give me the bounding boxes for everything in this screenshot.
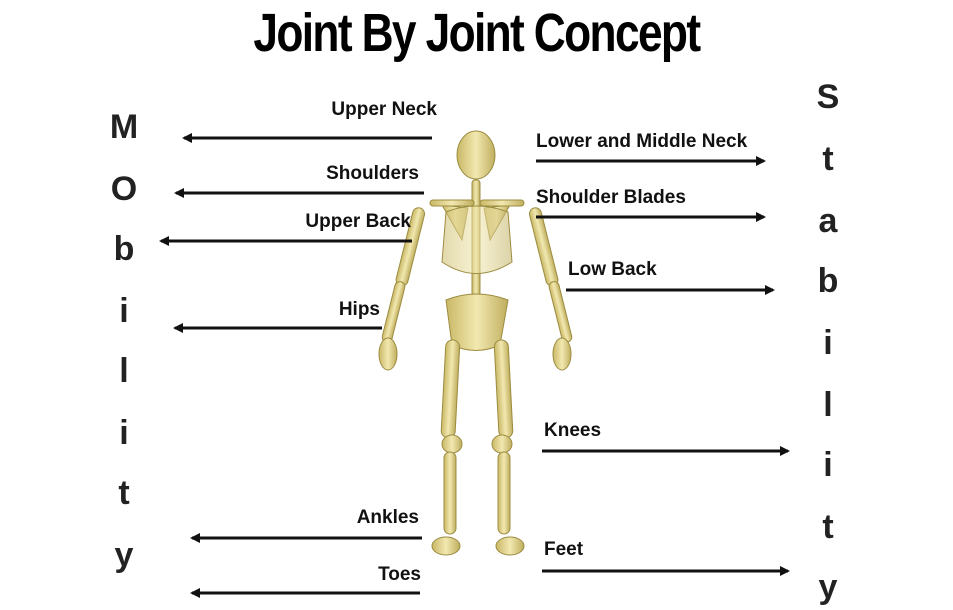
- stability-letter: a: [818, 202, 838, 240]
- label-feet: Feet: [544, 539, 584, 560]
- mobility-letter: t: [118, 474, 130, 512]
- hand-right: [552, 337, 572, 371]
- label-hips: Hips: [338, 299, 380, 320]
- mobility-letter: l: [119, 352, 129, 390]
- hand-left: [378, 337, 398, 371]
- stability-letter: i: [823, 446, 833, 484]
- label-toes: Toes: [378, 564, 421, 585]
- label-knees: Knees: [544, 420, 602, 441]
- label-lower-middle-neck: Lower and Middle Neck: [536, 131, 748, 152]
- rib-cage: [441, 205, 513, 274]
- foot-right: [495, 536, 525, 556]
- mobility-letter: i: [119, 414, 129, 452]
- stability-letter: i: [823, 324, 833, 362]
- stability-letter: b: [817, 262, 839, 300]
- label-upper-neck: Upper Neck: [331, 99, 437, 120]
- skull: [456, 130, 496, 180]
- shin-left: [443, 451, 457, 535]
- page-title: Joint By Joint Concept: [253, 3, 701, 63]
- mobility-letter: M: [109, 108, 139, 146]
- label-low-back: Low Back: [568, 259, 657, 280]
- label-ankles: Ankles: [356, 507, 419, 528]
- mobility-letter: y: [114, 536, 134, 574]
- mobility-letter: O: [110, 170, 138, 208]
- label-shoulder-blades: Shoulder Blades: [536, 187, 686, 208]
- stability-letter: l: [823, 386, 833, 424]
- pelvis: [445, 293, 509, 351]
- stability-letter: y: [818, 568, 838, 606]
- label-shoulders: Shoulders: [326, 163, 419, 184]
- foot-left: [431, 536, 461, 556]
- stability-letter: t: [822, 140, 834, 178]
- mobility-letter: i: [119, 292, 129, 330]
- stability-letter: t: [822, 508, 834, 546]
- shin-right: [497, 451, 511, 535]
- stability-letter: S: [816, 78, 840, 116]
- label-upper-back: Upper Back: [305, 211, 411, 232]
- mobility-letter: b: [113, 230, 135, 268]
